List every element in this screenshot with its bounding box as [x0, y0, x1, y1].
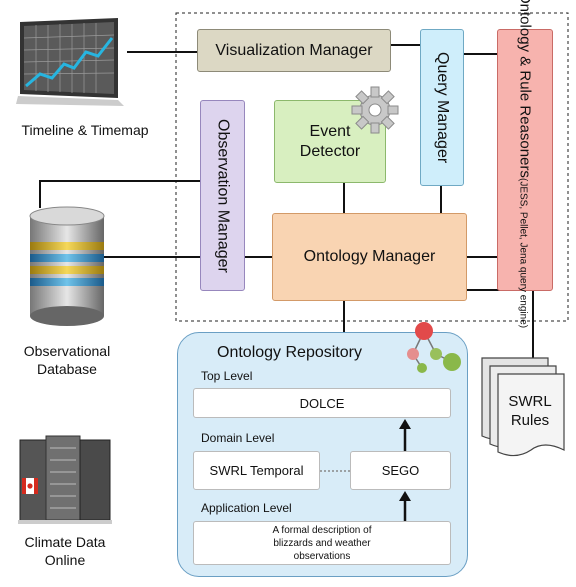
query-manager-label: Query Manager	[434, 51, 451, 164]
dolce-label: DOLCE	[299, 395, 345, 411]
sego-label: SEGO	[381, 463, 420, 478]
event-detector-label: Event Detector	[299, 122, 361, 160]
sego-dolce-arrowhead	[399, 419, 411, 429]
observation-manager-box: Observation Manager	[200, 100, 245, 291]
visualization-manager-label: Visualization Manager	[215, 41, 373, 59]
ontology-manager-label: Ontology Manager	[303, 248, 436, 265]
dolce-box: DOLCE	[193, 388, 451, 418]
domain-level-label: Domain Level	[201, 431, 275, 445]
timeline-label: Timeline & Timemap	[21, 122, 149, 138]
visualization-manager-box: Visualization Manager	[197, 29, 391, 72]
application-desc-box: A formal description of blizzards and we…	[193, 521, 451, 565]
observation-manager-label: Observation Manager	[214, 118, 232, 273]
climate-label: Climate Data Online	[24, 534, 106, 568]
server-icon	[18, 435, 112, 524]
chart-icon	[16, 18, 124, 106]
sego-box: SEGO	[350, 451, 451, 490]
gear-icon	[351, 86, 399, 134]
top-level-label: Top Level	[201, 369, 253, 383]
swrl-temporal-box: SWRL Temporal	[193, 451, 320, 490]
swrl-temporal-label: SWRL Temporal	[209, 463, 304, 478]
reasoners-title: Ontology & Rule Reasoners	[516, 0, 534, 178]
network-icon	[407, 322, 461, 373]
document-stack-icon	[481, 357, 565, 457]
reasoners-box: Ontology & Rule Reasoners (JESS, Pellet,…	[497, 0, 553, 328]
obs-db-connector	[39, 180, 200, 208]
swrl-rules-label: SWRL Rules	[508, 393, 552, 429]
obs-db-label: Observational Database	[23, 343, 111, 377]
query-manager-box: Query Manager	[420, 29, 464, 186]
app-sego-arrowhead	[399, 491, 411, 501]
application-desc-label: A formal description of blizzards and we…	[272, 524, 372, 562]
system-boundary	[175, 12, 569, 322]
ontology-manager-box: Ontology Manager	[272, 213, 467, 301]
database-icon	[29, 206, 105, 326]
reasoners-sub: (JESS, Pellet, Jena query engine)	[517, 177, 529, 329]
repository-title: Ontology Repository	[217, 344, 362, 361]
application-level-label: Application Level	[201, 501, 292, 515]
